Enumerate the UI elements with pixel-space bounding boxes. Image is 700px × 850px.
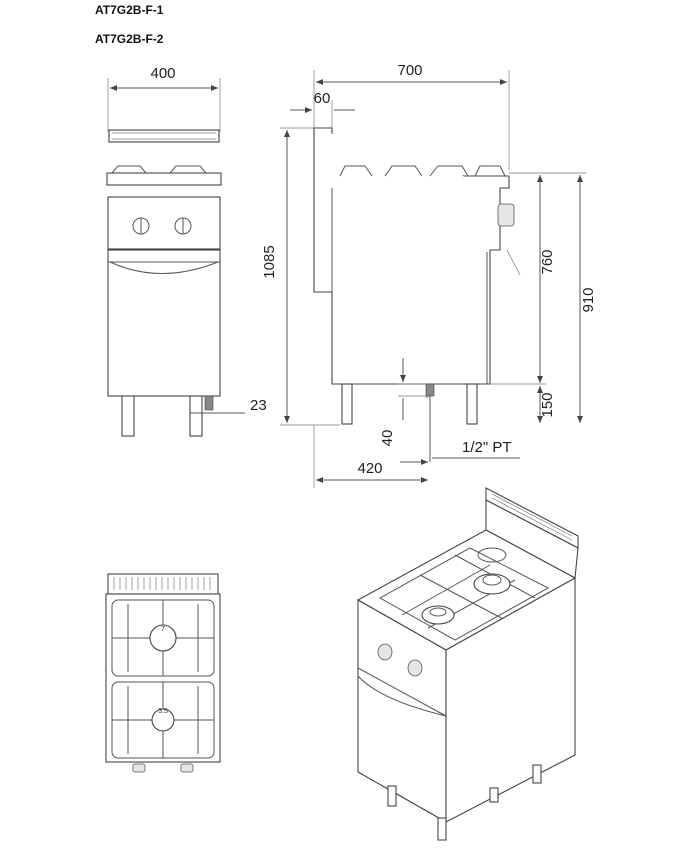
iso-knob-left [377, 643, 393, 661]
iso-backsplash-vents [491, 493, 573, 541]
model-code-2: AT7G2B-F-2 [95, 32, 164, 46]
isometric-view [356, 487, 579, 841]
front-view: 400 23 [106, 65, 267, 437]
dim-front-leg: 23 [250, 397, 267, 414]
gas-connection-label: 1/2" PT [462, 439, 512, 456]
dim-gas-depth: 420 [357, 460, 382, 477]
side-view: 700 60 1085 910 760 [261, 62, 597, 488]
burner-label-2: 3.5 [158, 708, 168, 715]
model-code-1: AT7G2B-F-1 [95, 3, 164, 17]
iso-knob-right [407, 659, 423, 677]
top-backsplash-vents [113, 577, 211, 590]
side-knob [497, 203, 515, 227]
backsplash-vents [112, 132, 216, 140]
burner-large [149, 624, 177, 652]
iso-burner-front [421, 605, 455, 625]
dim-working-height: 910 [580, 287, 597, 312]
dim-side-depth: 700 [397, 62, 422, 79]
dim-side-back: 60 [314, 90, 331, 107]
dim-front-width: 400 [150, 65, 175, 82]
top-backsplash [107, 573, 219, 595]
dim-total-height: 1085 [261, 245, 278, 278]
dim-body-height: 760 [539, 249, 556, 274]
burner-label-1: 7 [161, 626, 165, 633]
dim-gas-offset: 40 [379, 430, 396, 447]
dim-leg-height: 150 [539, 392, 556, 417]
top-view: 7 3.5 [105, 573, 221, 773]
iso-burner-rear [473, 573, 511, 595]
burner-small [151, 708, 175, 732]
